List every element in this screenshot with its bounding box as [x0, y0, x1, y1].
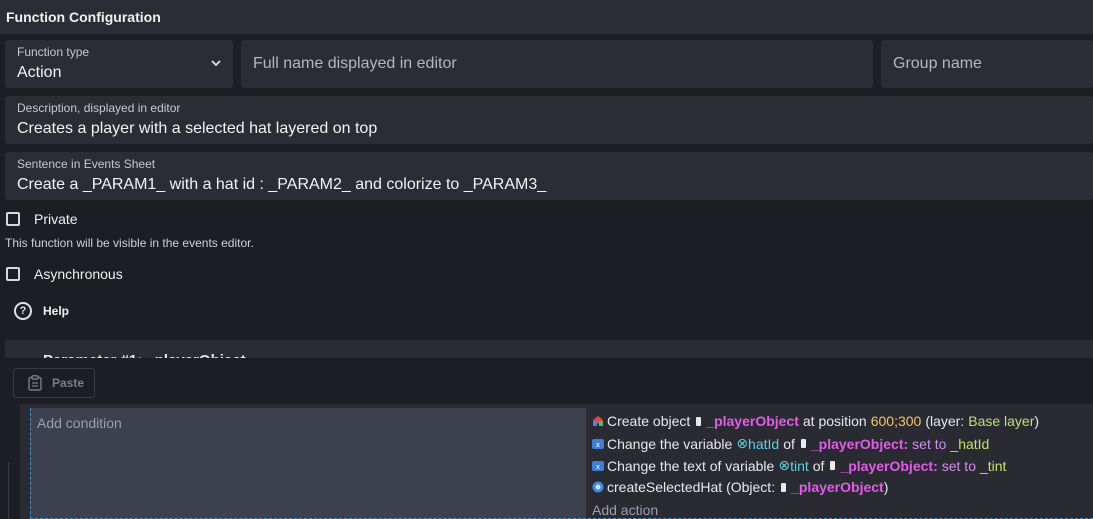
paste-label: Paste: [52, 376, 85, 390]
action-text: ): [1034, 413, 1040, 429]
svg-text:x: x: [596, 441, 600, 449]
event-gutter[interactable]: [0, 404, 20, 519]
group-name-input[interactable]: Group name: [881, 40, 1093, 88]
assigned-value: _tint: [979, 457, 1007, 474]
object-icon: [781, 482, 787, 492]
action-text: ): [883, 479, 889, 495]
full-name-placeholder: Full name displayed in editor: [253, 55, 457, 72]
group-name-placeholder: Group name: [893, 55, 982, 72]
assigned-value: _hatId: [950, 435, 990, 452]
full-name-input[interactable]: Full name displayed in editor: [241, 40, 873, 88]
help-icon: ?: [14, 302, 32, 320]
help-label: Help: [43, 304, 70, 318]
description-value: Creates a player with a selected hat lay…: [17, 120, 378, 137]
events-sheet: Add condition Create object _playerObjec…: [0, 404, 1093, 519]
description-label: Description, displayed in editor: [17, 101, 181, 115]
function-icon: [592, 481, 604, 493]
clipboard-icon: [28, 375, 42, 391]
function-type-select[interactable]: Function type Action: [5, 40, 233, 88]
create-object-icon: [593, 416, 603, 426]
conditions-column[interactable]: Add condition: [30, 408, 586, 519]
object-name: _playerObject: [791, 479, 884, 495]
action-text: of: [812, 457, 825, 474]
sentence-label: Sentence in Events Sheet: [17, 157, 156, 171]
layer-value: Base layer: [968, 413, 1035, 429]
panel-title: Function Configuration: [0, 0, 1093, 34]
variable-name: hatId: [748, 435, 780, 452]
private-checkbox[interactable]: [6, 212, 20, 226]
object-name: _playerObject: [840, 457, 934, 474]
object-colon: :: [903, 435, 909, 452]
operator: set to: [941, 457, 976, 474]
gutter-line: [8, 462, 9, 519]
action-text: createSelectedHat (Object:: [607, 479, 776, 495]
object-icon: [830, 461, 836, 470]
function-type-label: Function type: [17, 45, 90, 59]
variable-icon: x: [592, 460, 604, 471]
action-change-variable-tint[interactable]: x Change the text of variable ⊗ tint of …: [592, 457, 1006, 474]
description-input[interactable]: Description, displayed in editor Creates…: [5, 96, 1093, 144]
sentence-value: Create a _PARAM1_ with a hat id : _PARAM…: [17, 176, 547, 193]
action-create-object[interactable]: Create object _playerObject at position …: [592, 413, 1039, 429]
add-action-link[interactable]: Add action: [592, 502, 659, 518]
operator: set to: [912, 435, 947, 452]
variable-symbol-icon: ⊗: [736, 435, 749, 451]
action-text: of: [783, 435, 795, 452]
asynchronous-checkbox[interactable]: [6, 267, 20, 281]
object-name: _playerObject: [706, 413, 799, 429]
asynchronous-label: Asynchronous: [34, 266, 123, 282]
action-text: (layer:: [925, 413, 965, 429]
chevron-down-icon: [211, 60, 221, 67]
action-change-variable-hatid[interactable]: x Change the variable ⊗ hatId of _player…: [592, 435, 989, 452]
action-text: at position: [802, 413, 867, 429]
sentence-input[interactable]: Sentence in Events Sheet Create a _PARAM…: [5, 152, 1093, 200]
paste-button[interactable]: Paste: [13, 368, 95, 398]
action-text: Create object: [607, 413, 691, 429]
private-hint: This function will be visible in the eve…: [5, 236, 254, 250]
action-text: Change the text of variable: [607, 457, 775, 474]
actions-column: Create object _playerObject at position …: [588, 408, 1093, 519]
private-label: Private: [34, 211, 78, 227]
object-name: _playerObject: [810, 435, 904, 452]
action-create-selected-hat[interactable]: createSelectedHat (Object: _playerObject…: [592, 479, 888, 495]
svg-text:x: x: [596, 463, 600, 471]
variable-icon: x: [592, 438, 604, 449]
asynchronous-checkbox-row[interactable]: Asynchronous: [6, 266, 123, 282]
variable-name: tint: [790, 457, 809, 474]
help-button[interactable]: ? Help: [14, 302, 69, 320]
object-icon: [800, 439, 806, 448]
private-checkbox-row[interactable]: Private: [6, 211, 78, 227]
position-value: 600;300: [870, 413, 922, 429]
variable-symbol-icon: ⊗: [778, 457, 791, 473]
panel-title-text: Function Configuration: [6, 9, 161, 25]
object-colon: :: [933, 457, 938, 474]
function-type-value: Action: [17, 64, 62, 81]
action-text: Change the variable: [607, 435, 733, 452]
events-toolbar: Paste: [0, 358, 1093, 404]
object-icon: [696, 416, 702, 426]
add-condition-link[interactable]: Add condition: [37, 415, 122, 431]
